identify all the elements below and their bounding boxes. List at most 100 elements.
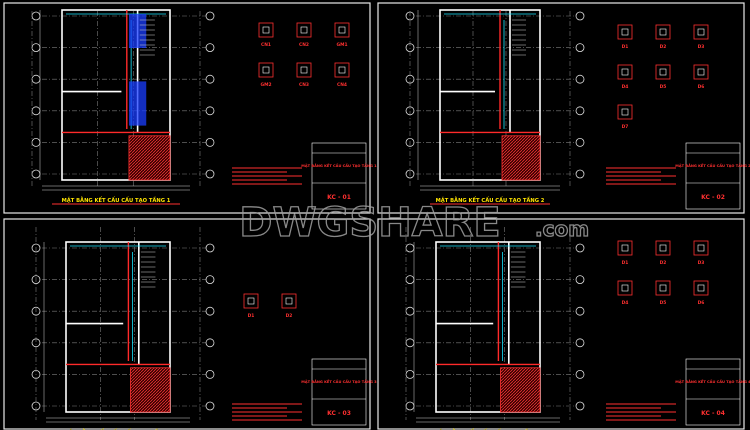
axis-bubble — [575, 369, 585, 379]
detail-column — [621, 244, 629, 252]
axis-bubble — [405, 306, 415, 316]
detail-box — [334, 62, 350, 78]
detail-label: D1 — [622, 260, 629, 266]
title-block: MẶT BẰNG KẾT CẤU CẤU TẠO TẦNG 4KC - 04 — [675, 358, 750, 426]
title-block-code: KC - 03 — [327, 410, 351, 417]
detail-column — [338, 66, 346, 74]
sheet-border — [377, 218, 745, 430]
axis-bubble — [575, 74, 585, 84]
sheet-border — [3, 2, 371, 214]
detail-label: D7 — [622, 124, 629, 130]
detail-box — [693, 240, 709, 256]
detail-label: CN1 — [261, 42, 271, 48]
axis-bubble — [205, 275, 215, 285]
detail-label: D1 — [622, 44, 629, 50]
detail-box — [693, 64, 709, 80]
axis-bubble — [31, 11, 41, 21]
detail-label: D2 — [286, 313, 293, 319]
title-block: MẶT BẰNG KẾT CẤU CẤU TẠO TẦNG 2KC - 02 — [675, 142, 750, 210]
detail-column — [659, 244, 667, 252]
hatched-slab — [500, 367, 541, 413]
detail-label: GM2 — [260, 82, 271, 88]
detail-column — [659, 284, 667, 292]
title-block-code: KC - 01 — [327, 194, 351, 201]
detail-label: CN3 — [299, 82, 309, 88]
axis-bubble — [31, 74, 41, 84]
detail-box — [655, 24, 671, 40]
detail-box — [693, 280, 709, 296]
title-block-heading: MẶT BẰNG KẾT CẤU CẤU TẠO TẦNG 1 — [301, 162, 377, 168]
detail-box — [296, 62, 312, 78]
detail-box — [281, 293, 297, 309]
detail-column — [697, 284, 705, 292]
axis-bubble — [405, 401, 415, 411]
watermark-brand: DWGSHARE — [239, 200, 501, 246]
axis-bubble — [575, 169, 585, 179]
axis-bubble — [205, 43, 215, 52]
watermark: DWGSHARE .com — [239, 199, 590, 246]
axis-bubble — [575, 43, 585, 52]
axis-bubble — [205, 11, 215, 21]
axis-bubble — [205, 338, 215, 348]
detail-label: D3 — [698, 260, 705, 266]
title-block: MẶT BẰNG KẾT CẤU CẤU TẠO TẦNG 3 KC - 03 — [301, 358, 377, 426]
axis-bubble — [205, 369, 215, 379]
title-block-heading: MẶT BẰNG KẾT CẤU CẤU TẠO TẦNG 4 — [675, 378, 750, 384]
plan-outline — [61, 9, 171, 181]
detail-column — [621, 68, 629, 76]
plan-outline — [439, 9, 541, 181]
detail-box — [334, 22, 350, 38]
detail-box — [296, 22, 312, 38]
sheet-title: MẶT BẰNG KẾT CẤU CẤU TẠO TẦNG 1 — [62, 195, 171, 204]
hatched-slab — [128, 135, 171, 181]
detail-column — [659, 28, 667, 36]
detail-column — [262, 26, 270, 34]
title-block-heading: MẶT BẰNG KẾT CẤU CẤU TẠO TẦNG 3 — [301, 378, 377, 384]
detail-label: D5 — [660, 84, 667, 90]
plan-outline — [435, 241, 541, 413]
axis-bubble — [575, 401, 585, 411]
detail-label: D1 — [248, 313, 255, 319]
detail-label: D5 — [660, 300, 667, 306]
axis-bubble — [205, 74, 215, 84]
axis-bubble — [31, 169, 41, 179]
axis-bubble — [31, 43, 41, 52]
detail-box — [243, 293, 259, 309]
axis-bubble — [575, 11, 585, 21]
axis-bubble — [405, 369, 415, 379]
detail-label: D4 — [622, 84, 629, 90]
detail-box — [258, 22, 274, 38]
axis-bubble — [575, 306, 585, 316]
watermark-suffix: .com — [535, 217, 589, 241]
axis-bubble — [205, 306, 215, 316]
detail-column — [300, 26, 308, 34]
sheet-4: MẶT BẰNG KẾT CẤU CẤU TẠO TẦNG 4D1D2D3D4D… — [377, 218, 750, 430]
detail-box — [693, 24, 709, 40]
axis-bubble — [575, 275, 585, 285]
sheet-title: MẶT BẰNG KẾT CẤU CẤU TẠO TẦNG 2 — [436, 195, 545, 204]
detail-box — [617, 240, 633, 256]
detail-label: D3 — [698, 44, 705, 50]
detail-column — [338, 26, 346, 34]
axis-bubble — [575, 106, 585, 116]
hatched-slab — [130, 367, 171, 413]
detail-label: CN2 — [299, 42, 309, 48]
stair-fill — [128, 14, 147, 48]
detail-column — [621, 284, 629, 292]
detail-box — [655, 280, 671, 296]
axis-bubble — [31, 106, 41, 116]
axis-bubble — [31, 137, 41, 147]
title-block-frame — [311, 358, 367, 426]
hatched-slab — [501, 135, 541, 181]
axis-bubble — [405, 338, 415, 348]
detail-box — [617, 64, 633, 80]
axis-bubble — [575, 243, 585, 253]
detail-label: CN4 — [337, 82, 347, 88]
axis-bubble — [575, 338, 585, 348]
axis-bubble — [575, 137, 585, 147]
detail-box — [617, 24, 633, 40]
